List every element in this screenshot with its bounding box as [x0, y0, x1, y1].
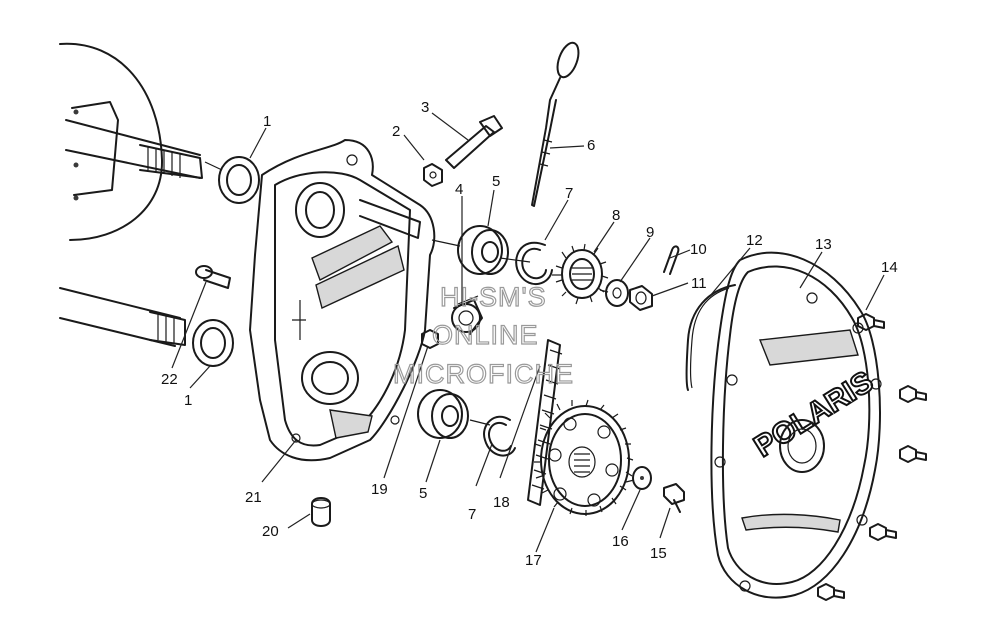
callout-label: 3: [421, 99, 429, 116]
oil-seal-upper: [218, 156, 260, 204]
nut: [423, 163, 443, 187]
bearing-lower: [417, 389, 469, 439]
callout-label: 19: [371, 481, 388, 498]
callout-label: 4: [455, 181, 463, 198]
callout-label: 7: [565, 185, 573, 202]
polaris-logo: POLARIS: [747, 364, 880, 465]
pin: [195, 265, 231, 289]
callout-label: 9: [646, 224, 654, 241]
castle-nut: [629, 285, 653, 311]
washer-small: [632, 466, 652, 490]
callout-label: 5: [492, 173, 500, 190]
cover-bolt: [817, 583, 845, 601]
chaincase-cover: POLARIS: [710, 251, 882, 599]
bearing-upper: [457, 225, 509, 275]
cover-bolt: [899, 385, 927, 403]
drive-sprocket: [555, 243, 609, 305]
small-nut: [421, 329, 439, 349]
assembly-lines: [204, 161, 635, 483]
callout-label: 5: [419, 485, 427, 502]
brake-disc-assembly: [59, 42, 203, 241]
snap-ring-upper: [515, 241, 553, 285]
callout-label: 17: [525, 552, 542, 569]
cover-logo-text: POLARIS: [748, 365, 879, 464]
cover-bolts: [817, 313, 927, 601]
callout-label: 20: [262, 523, 279, 540]
callout-label: 1: [184, 392, 192, 409]
callout-label: 15: [650, 545, 667, 562]
callout-label: 8: [612, 207, 620, 224]
cover-bolt: [899, 445, 927, 463]
callout-label: 18: [493, 494, 510, 511]
snap-ring-lower: [483, 415, 516, 457]
callout-labels: 1 2 3 4 5 6 7 8 9 10 11 12 13 14 22 1 21…: [161, 99, 898, 569]
callout-label: 7: [468, 506, 476, 523]
oil-seal-lower: [192, 319, 234, 367]
gasket: [685, 284, 736, 391]
callout-label: 21: [245, 489, 262, 506]
callout-label: 11: [691, 275, 707, 292]
watermark-line-3: MICROFICHE: [393, 359, 574, 389]
cotter-pin: [663, 245, 680, 275]
washer: [605, 279, 629, 307]
chaincase-housing: [249, 139, 436, 462]
callout-label: 2: [392, 123, 400, 140]
callout-label: 14: [881, 259, 898, 276]
watermark-line-1: HI-SM'S: [440, 282, 547, 312]
drain-plug: [311, 497, 331, 527]
watermark: HI-SM'S ONLINE MICROFICHE: [392, 281, 574, 389]
callout-label: 12: [746, 232, 763, 249]
callout-label: 1: [263, 113, 271, 130]
cover-bolt: [869, 523, 897, 541]
cover-bolt: [857, 313, 885, 331]
callout-label: 6: [587, 137, 595, 154]
driven-sprocket: [534, 399, 634, 516]
bolt-small: [663, 483, 685, 513]
callout-label: 22: [161, 371, 178, 388]
callout-label: 10: [690, 241, 707, 258]
output-shaft: [59, 287, 186, 347]
dipstick: [531, 41, 580, 207]
watermark-line-2: ONLINE: [432, 320, 539, 350]
tensioner: [451, 295, 483, 335]
leader-lines: [171, 112, 885, 553]
bolt: [445, 115, 503, 169]
callout-label: 13: [815, 236, 832, 253]
callout-label: 16: [612, 533, 629, 550]
